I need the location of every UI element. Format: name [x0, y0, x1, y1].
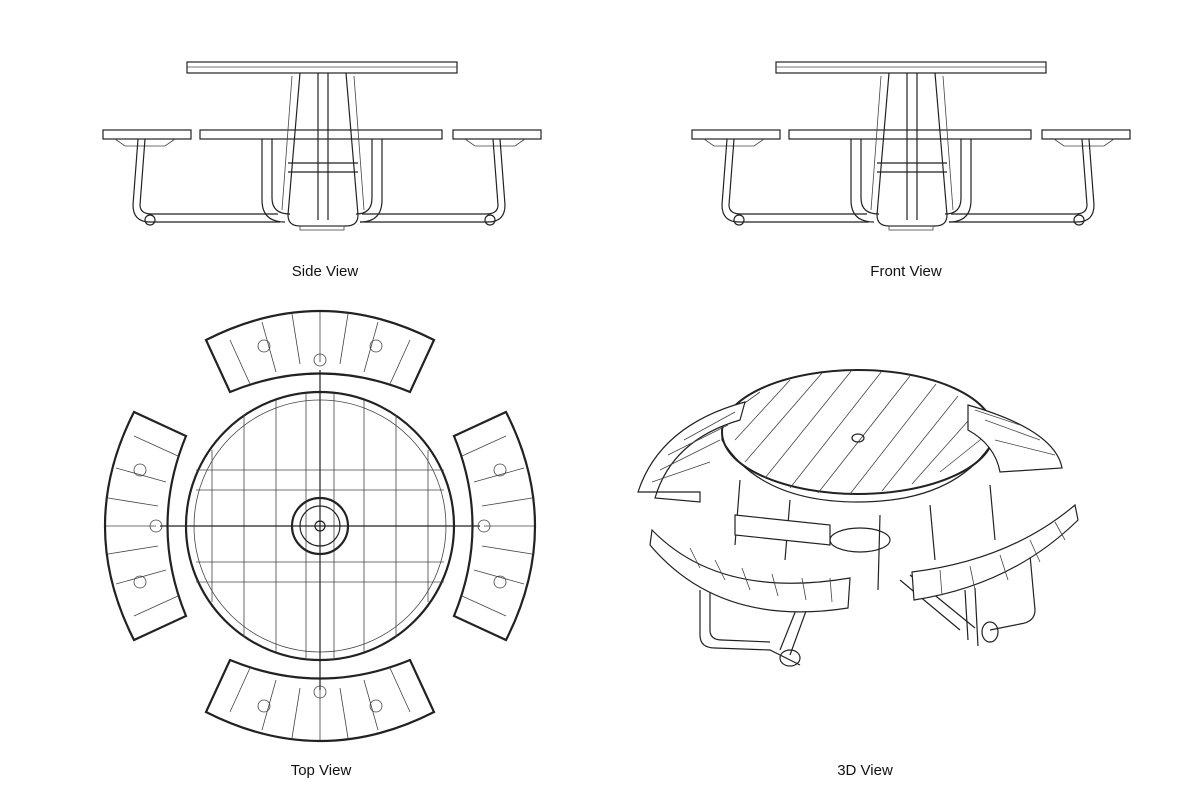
3d-view-drawing: [637, 369, 1079, 667]
top-view-label: Top View: [290, 762, 352, 779]
3d-view-label: 3D View: [837, 762, 893, 779]
top-view-drawing: [103, 309, 537, 743]
side-view-drawing: [102, 61, 542, 231]
front-view-drawing: [691, 61, 1131, 231]
side-view-label: Side View: [291, 263, 359, 280]
front-view-label: Front View: [870, 263, 942, 280]
